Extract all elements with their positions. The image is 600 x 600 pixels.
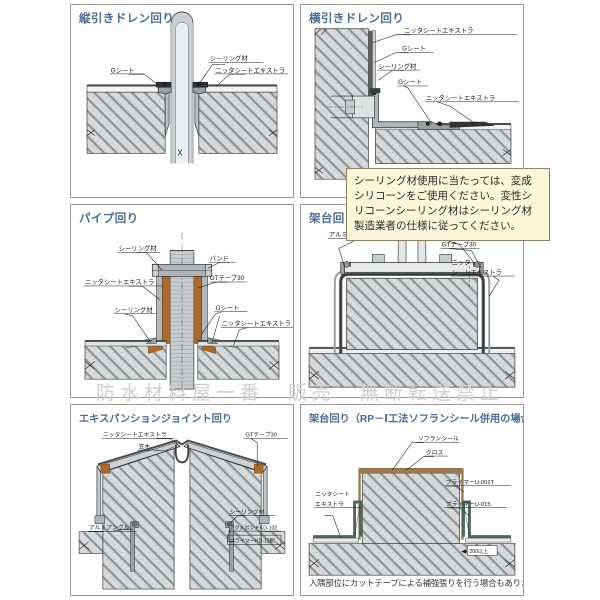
callout-nitta-top: ニッタシートエキストラ	[372, 26, 517, 43]
pipe	[169, 232, 195, 394]
note-callout: シーリング材使用に当たっては、変成シリコーンをご使用ください。変性シリコーンシー…	[346, 168, 550, 241]
label-nitta-2: ニッタシートエキストラ	[426, 93, 495, 102]
panel-title-pipe: パイプ回り	[79, 213, 139, 225]
callout-nitta-ej: ニッタシートエキストラ	[101, 431, 181, 447]
coping	[96, 439, 268, 473]
fascia	[94, 464, 270, 524]
band-clamp	[151, 264, 213, 277]
figure-horizontal-drain: ニッタシートエキストラ Gシート シーリング材 Gシート ニッタシートエキストラ	[314, 26, 519, 180]
figure-base-frame: アルミアングル シーリング材 GTテープ30 ニッタ シートエキストラ	[308, 222, 516, 388]
label-primer-002t: プライマーU-002T	[446, 479, 495, 486]
label-nitta-base-2: シートエキストラ	[452, 268, 502, 276]
panel-pipe: パイプ回り	[70, 204, 294, 398]
callout-gsheet-top: Gシート	[374, 46, 434, 63]
callout-cross: クロス	[405, 449, 448, 471]
callout-band: バンド	[207, 254, 236, 269]
panel-title-base-frame-rp1: 架台回り（RP－Ⅰ工法ソフランシール併用の場合）	[309, 414, 524, 425]
label-dimension-200: 200以上	[469, 547, 488, 555]
label-nitta-pipe: ニッタシートエキストラ	[85, 277, 154, 286]
panel-vertical-drain: 縦引きドレン回り	[70, 4, 294, 198]
label-gsheet-pipe: Gシート	[216, 305, 240, 312]
parapet-left	[102, 448, 175, 590]
label-nitta-base-1: ニッタ	[452, 257, 471, 266]
callout-nitta-sheet: ニッタシートエキストラ	[214, 65, 288, 87]
dimension-200: 200以上	[461, 545, 498, 556]
label-kasagi: 笠木	[138, 443, 150, 451]
label-band: バンド	[210, 254, 229, 262]
callout-kasagi: 笠木	[137, 443, 175, 451]
label-primer: プライマーKD-12刷	[229, 537, 274, 545]
label-sealing-top: シーリング材	[119, 244, 158, 253]
panel-title-horizontal-drain: 横引きドレン回り	[309, 13, 405, 25]
panel-base-frame: 架台回り	[300, 204, 524, 398]
callout-alumi-ej: アルミアングル	[87, 524, 137, 532]
label-alumi-ej: アルミアングル	[89, 524, 130, 532]
horizontal-drain-body	[326, 88, 496, 130]
label-sealing: シーリング材	[210, 53, 249, 62]
callout-sealing-top: シーリング材	[117, 244, 163, 271]
label-bond: アクメボンドKD-102	[229, 524, 277, 532]
label-nitta-ej: ニッタシートエキストラ	[103, 431, 167, 439]
figure-vertical-drain: シーリング材 ニッタシートエキストラ Gシート	[86, 11, 288, 164]
drain-pipe	[156, 11, 208, 164]
membrane-sheet	[84, 272, 280, 348]
panel-title-base-frame: 架台回り	[309, 213, 357, 225]
callout-gttape-base: GTテープ30	[440, 241, 482, 269]
callout-nitta-pipe: ニッタシートエキストラ	[84, 277, 163, 301]
callout-gsheet-pipe: Gシート	[201, 305, 248, 344]
figure-pipe: シーリング材 バンド ニッタシートエキストラ GTテープ30 シーリング材	[84, 232, 293, 394]
callout-nitta-pipe-2: ニッタシートエキストラ	[220, 319, 293, 346]
label-sealing-bot: シーリング材	[115, 305, 154, 314]
label-gttape-base: GTテープ30	[442, 241, 477, 249]
label-nitta-rp1-2: エキストラ	[315, 501, 344, 508]
pedestal	[333, 269, 491, 354]
callout-primer-015: プライマーU-015	[444, 501, 507, 517]
callout-gttape-ej: GTテープ30	[244, 432, 288, 467]
label-primer-015: プライマーU-015	[446, 501, 491, 508]
pedestal-rp1	[358, 468, 464, 544]
label-gsheet-1: Gシート	[402, 46, 426, 53]
figure-base-frame-rp1: 200以上 ソフランシール クロス プライマーU-002T プライマーU-015	[308, 436, 516, 576]
label-soflan: ソフランシール	[418, 436, 459, 443]
alumi-angles	[130, 520, 234, 572]
callout-gttape: GTテープ30	[197, 274, 248, 289]
label-g-sheet: Gシート	[111, 67, 135, 74]
panel-caption-rp1: 入隅部位にカットテープによる補強張りを行う場合もあります。	[309, 578, 524, 588]
lower-slabs	[78, 531, 286, 554]
callout-primer-002t: プライマーU-002T	[444, 479, 511, 493]
label-nitta-sheet: ニッタシートエキストラ	[216, 65, 285, 74]
figure-expansion-joint: ニッタシートエキストラ GTテープ30 笠木 シーリング材 アルミアングル	[78, 431, 288, 590]
label-nitta-1: ニッタシートエキストラ	[404, 26, 473, 35]
label-gttape-ej: GTテープ30	[245, 432, 277, 439]
label-gttape: GTテープ30	[210, 274, 245, 282]
callout-sealing: シーリング材	[198, 53, 264, 85]
callout-gsheet-low: Gシート	[397, 79, 433, 124]
parapet-right	[189, 448, 262, 590]
callout-bond: アクメボンドKD-102 プライマーKD-12刷	[227, 524, 282, 545]
top-plate	[340, 222, 484, 289]
callout-nitta-base: ニッタ シートエキストラ	[450, 257, 515, 297]
panel-expansion-joint: エキスパンションジョイント回り	[70, 404, 294, 596]
label-sealing-ej: シーリング材	[229, 508, 264, 516]
callout-nitta-rp1: ニッタシート エキストラ	[314, 490, 361, 538]
label-nitta-pipe-2: ニッタシートエキストラ	[222, 319, 291, 328]
callout-soflan: ソフランシール	[391, 436, 460, 471]
label-nitta-rp1-1: ニッタシート	[315, 490, 350, 498]
concrete-slab	[86, 91, 278, 154]
callout-nitta-low: ニッタシートエキストラ	[424, 93, 519, 124]
panel-title-vertical-drain: 縦引きドレン回り	[79, 13, 175, 25]
label-gsheet-2: Gシート	[398, 79, 422, 86]
callout-sealing-ej: シーリング材	[227, 508, 276, 526]
panel-title-expansion-joint: エキスパンションジョイント回り	[79, 414, 233, 425]
label-cross: クロス	[426, 449, 444, 456]
label-sealing-2: シーリング材	[378, 61, 417, 70]
callout-sealing-mid: シーリング材	[377, 61, 420, 81]
floor-slab-base	[308, 346, 516, 388]
concrete-slab-pipe	[84, 345, 280, 380]
panel-horizontal-drain: 横引きドレン回り	[300, 4, 524, 198]
callout-sealing-bot: シーリング材	[113, 305, 157, 342]
callout-g-sheet: Gシート	[109, 67, 159, 86]
panel-base-frame-rp1: 架台回り（RP－Ⅰ工法ソフランシール併用の場合）	[300, 404, 524, 596]
